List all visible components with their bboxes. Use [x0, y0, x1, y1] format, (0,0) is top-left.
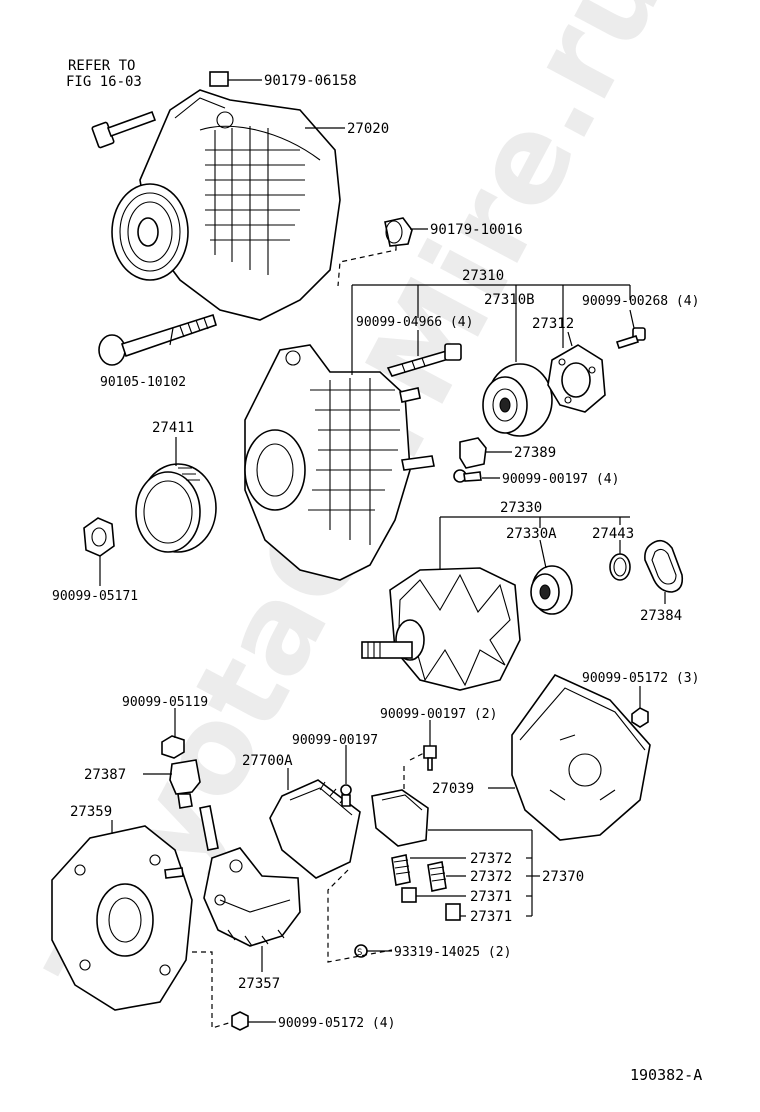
pulley-27411 — [135, 463, 217, 553]
long-bolt-90105 — [98, 313, 217, 366]
label-27020: 27020 — [347, 121, 389, 137]
through-bolt-upper — [91, 110, 157, 149]
nut-90099-05172-4 — [231, 1011, 249, 1031]
bearing-27310B — [482, 363, 553, 437]
alternator-assembly — [139, 71, 341, 321]
label-27371-b: 27371 — [470, 909, 512, 925]
nut-90099-05171 — [83, 517, 115, 557]
label-27389: 27389 — [514, 445, 556, 461]
bushing-90179-10016 — [384, 217, 413, 247]
label-90099-00268: 90099-00268 (4) — [582, 294, 699, 309]
label-27312: 27312 — [532, 316, 574, 332]
label-27700A: 27700A — [242, 753, 293, 769]
label-90099-05171: 90099-05171 — [52, 589, 138, 604]
label-27387: 27387 — [84, 767, 126, 783]
screw-90099-00197-lower — [340, 784, 352, 807]
label-27310B: 27310B — [484, 292, 535, 308]
screw-90099-04966 — [386, 343, 462, 377]
drive-end-frame — [244, 344, 435, 581]
label-90099-05119: 90099-05119 — [122, 695, 208, 710]
label-90099-00197-4: 90099-00197 (4) — [502, 472, 619, 487]
refer-note-line2: FIG 16-03 — [66, 74, 142, 90]
label-93319-14025: 93319-14025 (2) — [394, 945, 511, 960]
label-90099-00197: 90099-00197 — [292, 733, 378, 748]
ring-27443 — [609, 553, 631, 581]
terminal-stud — [199, 805, 219, 851]
label-90105-10102: 90105-10102 — [100, 375, 186, 390]
label-90099-00197-2: 90099-00197 (2) — [380, 707, 497, 722]
part-labels: REFER TO FIG 16-03 90179-06158 27020 901… — [52, 58, 702, 1084]
label-27443: 27443 — [592, 526, 634, 542]
svg-text:S: S — [357, 948, 362, 958]
bearing-27330A — [530, 565, 573, 615]
rear-cover-27039 — [511, 673, 651, 841]
regulator-27700A — [269, 779, 361, 879]
retainer-plate-27312 — [547, 344, 606, 413]
nut-90099-05172-3 — [631, 707, 649, 728]
brush-holder-27370 — [371, 789, 461, 921]
label-90099-04966: 90099-04966 (4) — [356, 315, 473, 330]
label-27371-a: 27371 — [470, 889, 512, 905]
nut-90099-05119 — [161, 735, 185, 759]
label-27359: 27359 — [70, 804, 112, 820]
label-27372-b: 27372 — [470, 869, 512, 885]
label-27357: 27357 — [238, 976, 280, 992]
label-27384: 27384 — [640, 608, 682, 624]
screw-90099-00197-upper — [453, 469, 482, 483]
label-90099-05172-3: 90099-05172 (3) — [582, 671, 699, 686]
screw-90099-00197-2 — [423, 745, 437, 771]
rectifier-27357 — [203, 847, 301, 947]
seal-27384 — [644, 539, 684, 593]
assembly-pulley — [111, 183, 189, 281]
rotor-27330 — [361, 567, 521, 691]
leader-lines — [99, 79, 666, 1029]
label-90179-06158: 90179-06158 — [264, 73, 357, 89]
label-90179-10016: 90179-10016 — [430, 222, 523, 238]
refer-note-line1: REFER TO — [68, 58, 135, 74]
label-90099-05172-4: 90099-05172 (4) — [278, 1016, 395, 1031]
figure-id: 190382-A — [630, 1066, 702, 1084]
terminal-insulator-27387 — [169, 759, 201, 809]
label-27330: 27330 — [500, 500, 542, 516]
label-27411: 27411 — [152, 420, 194, 436]
label-27372-a: 27372 — [470, 851, 512, 867]
cover-27389 — [459, 437, 487, 469]
screw-90099-00268 — [615, 327, 646, 349]
label-27370: 27370 — [542, 869, 584, 885]
label-27039: 27039 — [432, 781, 474, 797]
label-27330A: 27330A — [506, 526, 557, 542]
label-27310: 27310 — [462, 268, 504, 284]
rear-end-frame-27359 — [51, 825, 193, 1011]
